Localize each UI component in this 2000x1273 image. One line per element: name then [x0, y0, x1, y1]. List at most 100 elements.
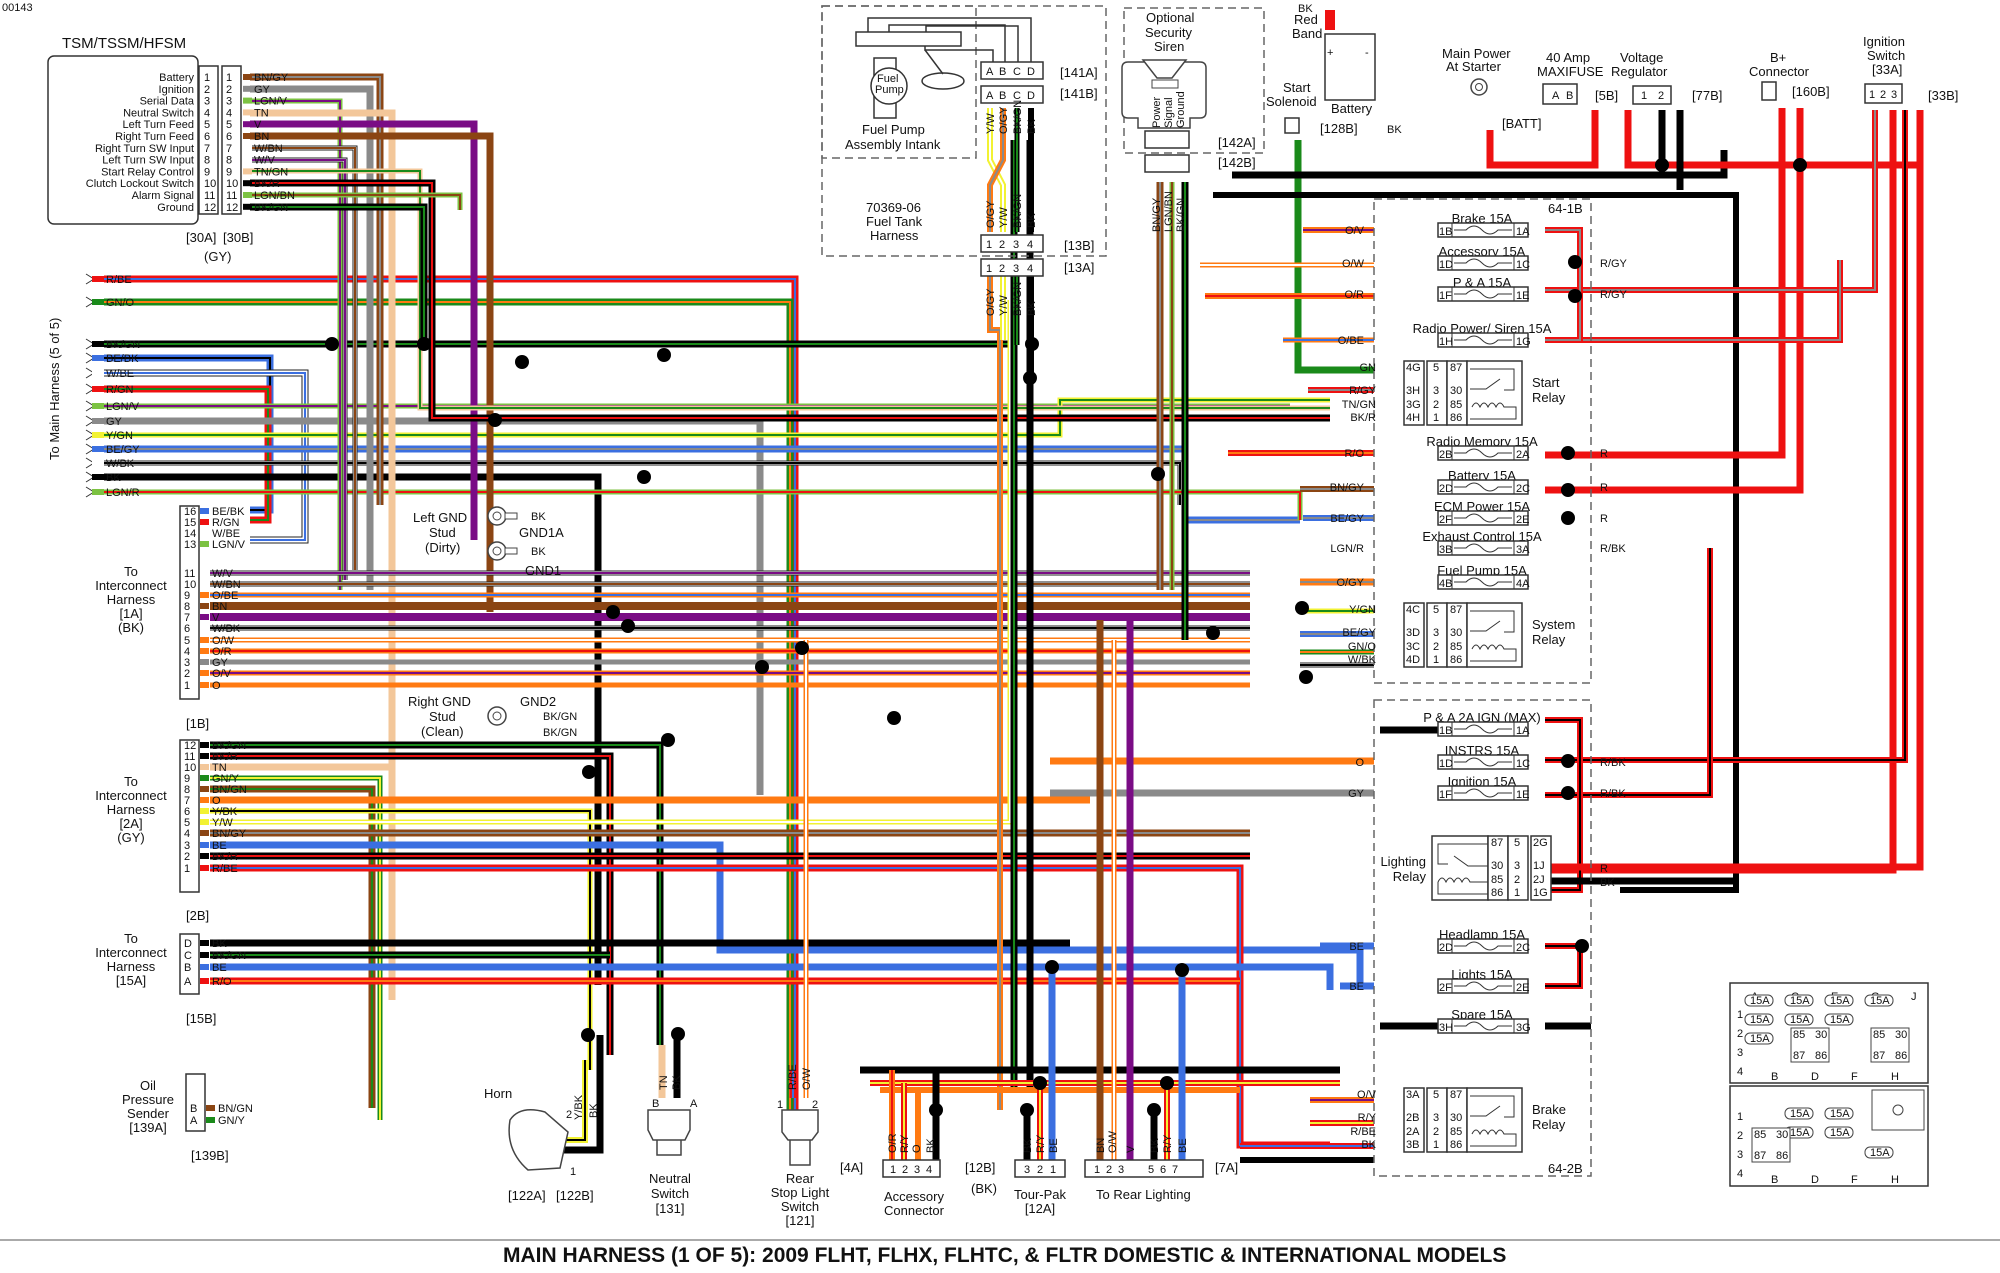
wire-label: LGN/R — [1330, 543, 1364, 555]
fuel-pump-icon — [855, 17, 1032, 119]
wire-label: R — [1600, 513, 1608, 525]
connector-30a-label: [30A] — [186, 230, 216, 245]
relay-terminal: 85 — [1450, 1126, 1462, 1138]
red-band-label: Red — [1294, 12, 1318, 27]
pin-number: 12 — [184, 740, 196, 752]
splice-node — [1295, 601, 1309, 615]
splice-node — [1561, 786, 1575, 800]
wire-label: R/BK — [1600, 757, 1626, 769]
relay-switch-icon — [1470, 610, 1517, 662]
splice-node — [1025, 337, 1039, 351]
fuse-icon — [1454, 724, 1512, 734]
splice-node — [1206, 626, 1220, 640]
relay-terminal: 1 — [1433, 412, 1439, 424]
connector-30-color: (GY) — [204, 249, 231, 264]
pin-letter: B — [999, 90, 1006, 102]
wire-label: O/GY — [1336, 577, 1364, 589]
relay-terminal: 87 — [1491, 837, 1503, 849]
splice-node — [637, 470, 651, 484]
pin-number: 1 — [184, 863, 190, 875]
siren-pin-function: Signal — [1163, 97, 1175, 128]
wire-label: R/GN — [212, 517, 240, 529]
relay-terminal: 3 — [1514, 860, 1520, 872]
fuse-box-column: B — [1771, 1071, 1778, 1083]
wire-be — [210, 963, 1334, 990]
pin-number: 8 — [226, 155, 232, 167]
wire-label: TN — [254, 107, 269, 119]
relay-name: System — [1532, 617, 1575, 632]
right-gnd-label: (Clean) — [421, 724, 464, 739]
pin-number: 3 — [226, 96, 232, 108]
fuse-box-column: F — [1851, 1071, 1858, 1083]
pin-number: 4 — [204, 107, 210, 119]
wire-label: GN — [1360, 362, 1377, 374]
connector-5b-label: [5B] — [1595, 88, 1618, 103]
fuse-box-column: D — [1811, 1174, 1819, 1186]
fuel-pump-label: Fuel — [877, 73, 898, 85]
fuse-rating: 15A — [1750, 1033, 1770, 1045]
fuse-slot — [1824, 1107, 1854, 1120]
wire-label: R/BK — [1600, 543, 1626, 555]
splice-node — [1147, 1103, 1161, 1117]
wire-label: O/GY — [985, 200, 997, 228]
wire-label: LGN/V — [212, 539, 246, 551]
fuse-block-id: 64-2B — [1548, 1161, 1583, 1176]
wire-label: R/O — [212, 976, 232, 988]
relay-name: Relay — [1532, 632, 1566, 647]
ignition-switch-label: Ignition — [1863, 34, 1905, 49]
wire-tn — [210, 763, 396, 1000]
wire-label: BE — [1349, 981, 1364, 993]
connector-label: Interconnect — [95, 788, 167, 803]
pin-label: 1 — [1641, 90, 1647, 102]
relay-pin: 2J — [1533, 874, 1545, 886]
wire-r-gy — [1545, 260, 1843, 343]
left-gnd-label: Left GND — [413, 510, 467, 525]
relay-pin: 3D — [1406, 627, 1420, 639]
connector-label: [139A] — [129, 1120, 167, 1135]
fuse-pin: 1E — [1516, 290, 1529, 302]
wire-label: Y/W — [212, 817, 233, 829]
wire-layer — [104, 73, 1924, 1163]
wire-bn-gy — [250, 73, 384, 505]
fuse-icon — [1454, 335, 1512, 345]
component-label: [121] — [786, 1213, 815, 1228]
pin-letter: D — [1027, 90, 1035, 102]
pin-letter: A — [986, 66, 994, 78]
component-label: Neutral — [649, 1171, 691, 1186]
relay-pin: 85 — [1754, 1129, 1766, 1141]
fuse-box-layout: ACEGJ11223344BBDDFFHH15A15A15A15A15A15A1… — [1729, 982, 1929, 1187]
wire-r-gy — [1545, 227, 1583, 343]
wire-label: W/V — [212, 568, 233, 580]
siren-pin-function: Power — [1151, 96, 1163, 128]
relay-terminal: 2 — [1433, 641, 1439, 653]
fuse-rating: 15A — [1790, 1127, 1810, 1139]
fuse-box-column: B — [1771, 1174, 1778, 1186]
relay-pin: 3A — [1406, 1089, 1420, 1101]
pin-number: 2 — [204, 84, 210, 96]
relay-terminal: 2 — [1433, 1126, 1439, 1138]
relay-terminal: 2 — [1514, 874, 1520, 886]
ring-terminal-icon — [487, 506, 518, 561]
bplus-label: B+ — [1770, 50, 1786, 65]
wire-label: O/GY — [985, 288, 997, 316]
wire-label: O/W — [1342, 258, 1365, 270]
pin-number: 1 — [890, 1164, 896, 1176]
fuse-pin: 1C — [1516, 259, 1530, 271]
wire-label: BK — [1149, 1138, 1161, 1153]
pin-number: 11 — [184, 751, 195, 763]
wire-label: GN/Y — [218, 1115, 246, 1127]
relay-terminal: 5 — [1514, 837, 1520, 849]
connector-2b-label: [2B] — [186, 908, 209, 923]
regulator-label: Voltage — [1620, 50, 1663, 65]
tsm-pin-function: Neutral Switch — [123, 107, 194, 119]
wire-label: O/BE — [212, 590, 238, 602]
wire-label: O/R — [212, 646, 232, 658]
